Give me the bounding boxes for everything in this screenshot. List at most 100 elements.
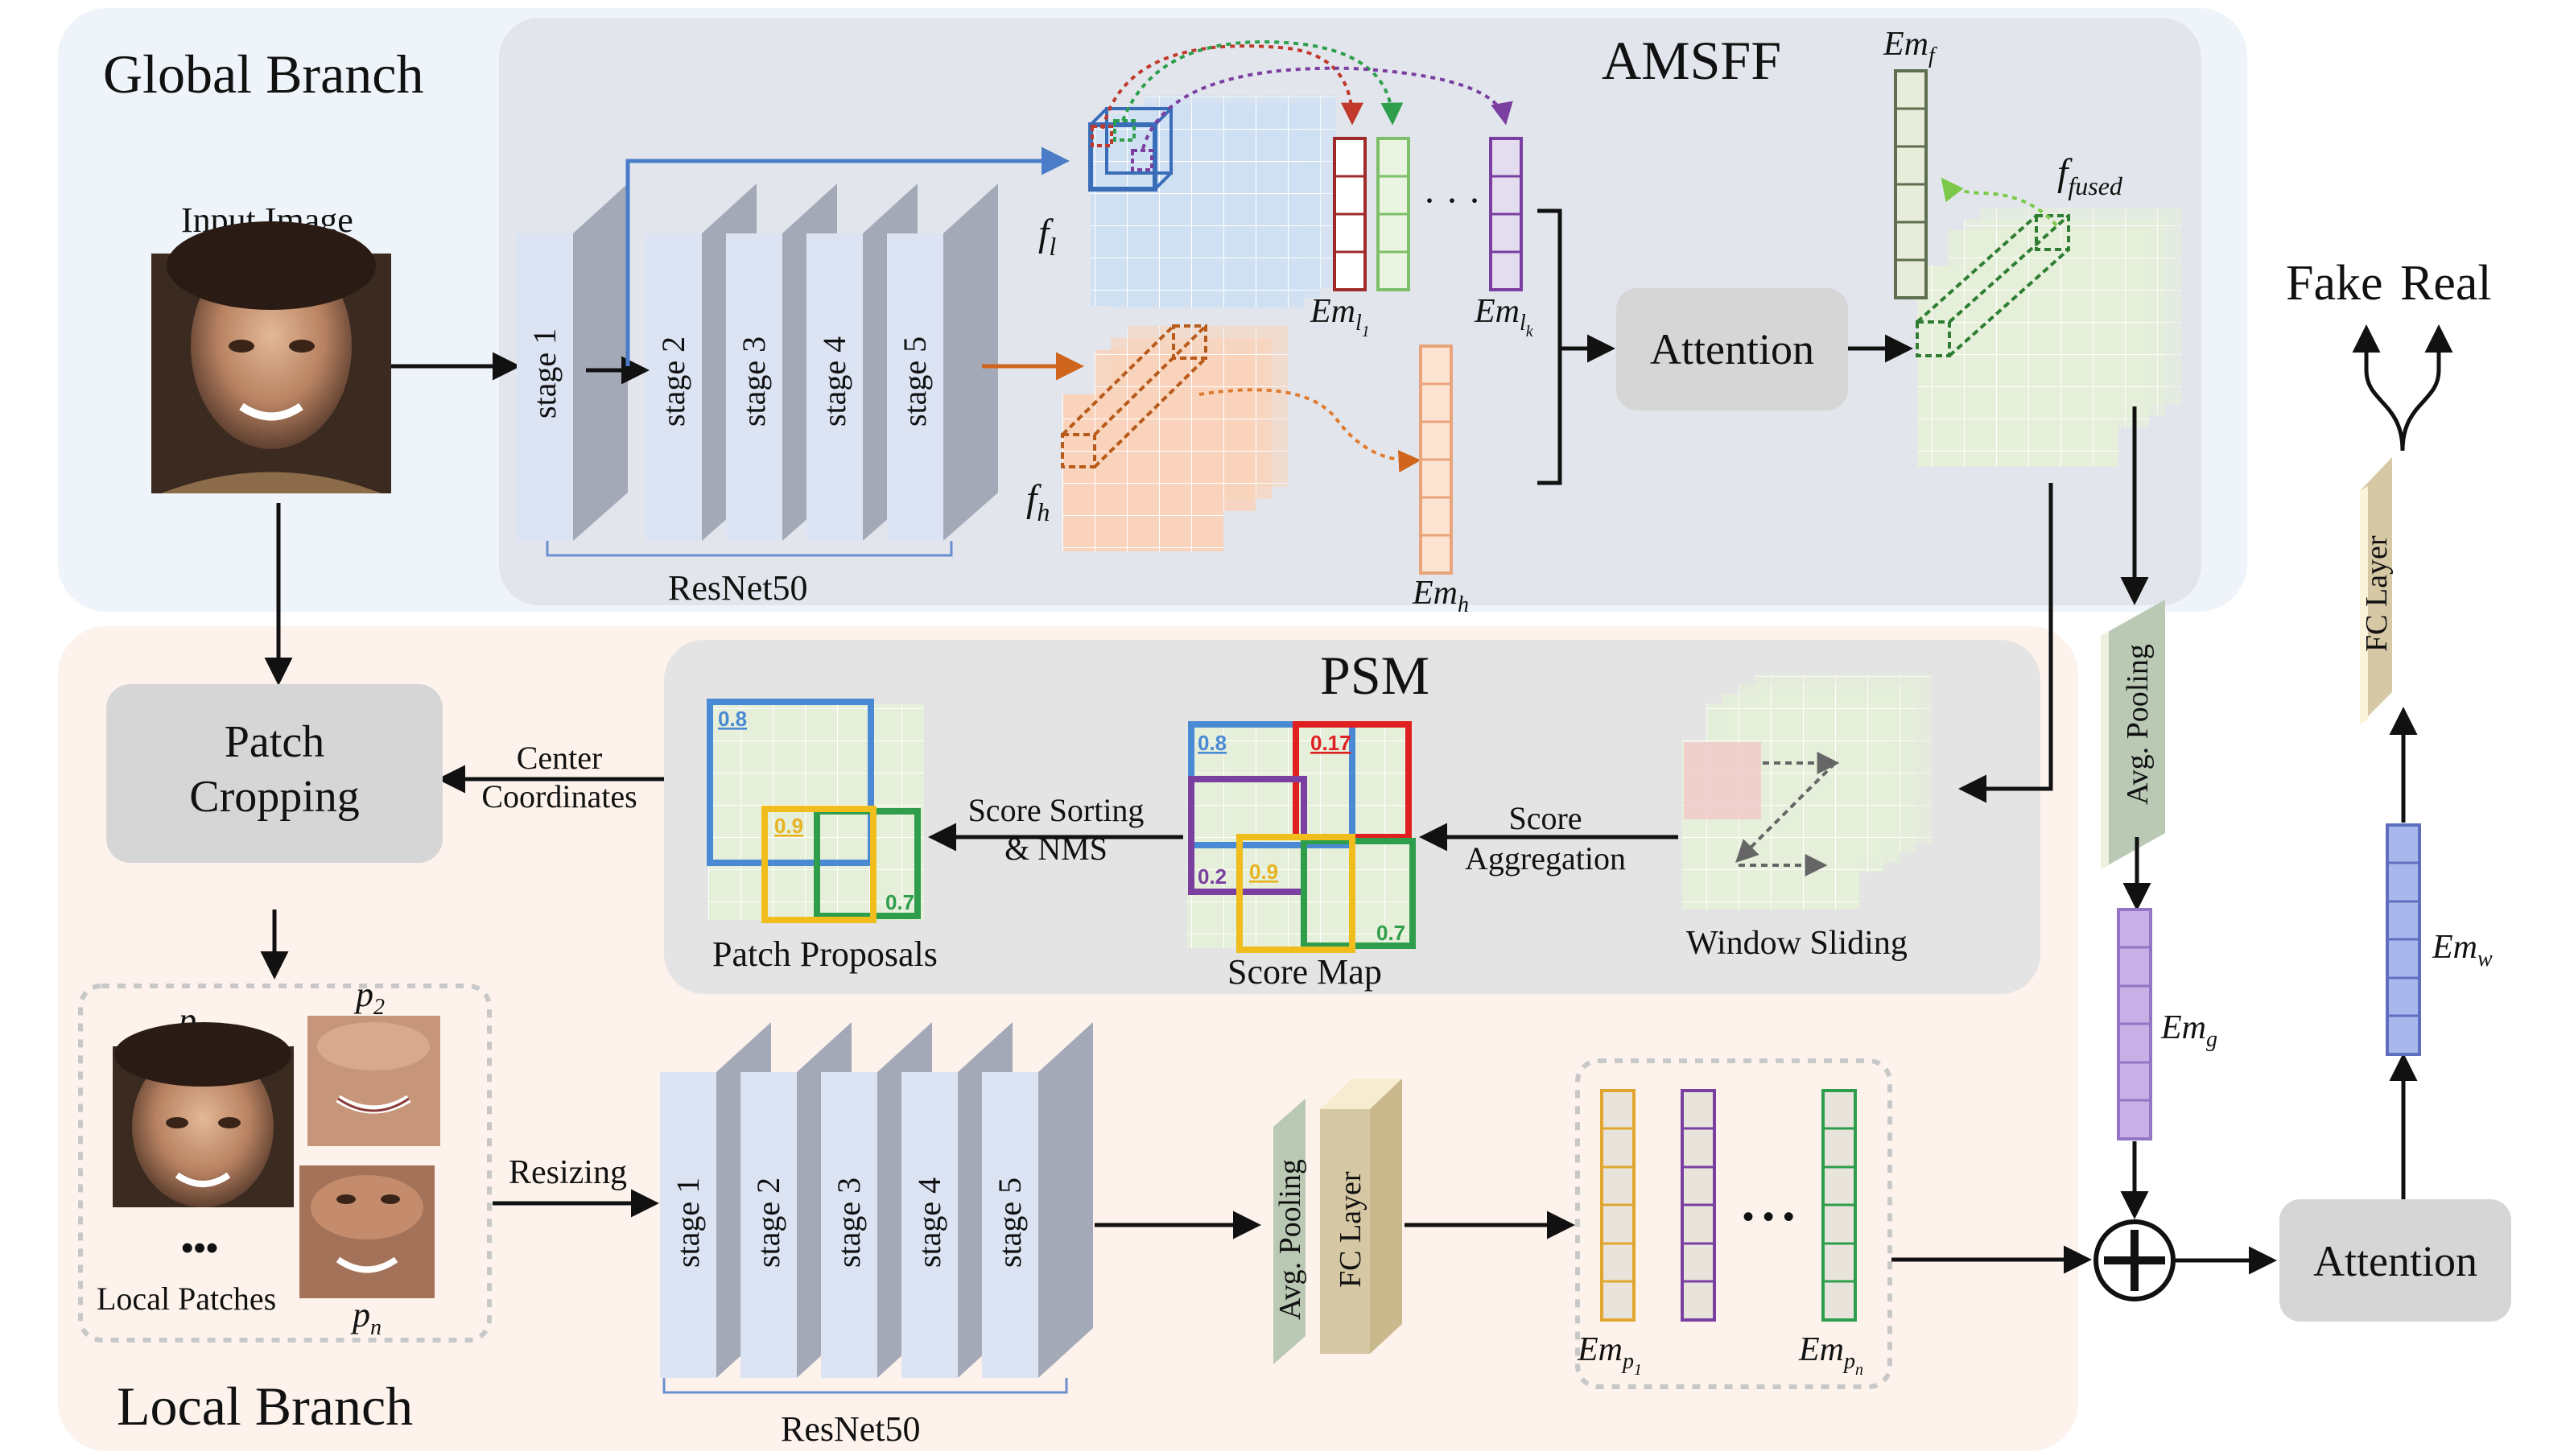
head-attention-label: Attention xyxy=(2313,1237,2477,1285)
em-lk-column xyxy=(1489,137,1523,291)
local-fc-layer-block: FC Layer xyxy=(1320,1079,1402,1354)
fl-feature-map xyxy=(1088,95,1336,307)
svg-text:stage 4: stage 4 xyxy=(911,1178,947,1268)
patch-cropping-line2: Cropping xyxy=(189,772,360,822)
proposal-value-blue: 0.8 xyxy=(718,707,747,731)
svg-text:stage 3: stage 3 xyxy=(736,336,772,427)
em-p2-column xyxy=(1681,1089,1716,1322)
resizing-label: Resizing xyxy=(509,1154,627,1191)
head-attention-box xyxy=(2279,1199,2511,1322)
svg-text:Avg. Pooling: Avg. Pooling xyxy=(1273,1159,1307,1320)
score-map-label: Score Map xyxy=(1227,952,1382,992)
local-patches-label: Local Patches xyxy=(97,1281,276,1317)
svg-text:FC Layer: FC Layer xyxy=(1334,1171,1367,1288)
ffused-to-window-sliding-arrow xyxy=(1958,483,2053,803)
real-label: Real xyxy=(2400,256,2492,311)
em-l1-column xyxy=(1333,137,1367,291)
em-p1-label: Emp1 xyxy=(1577,1331,1642,1379)
fl-to-eml1-dotted-arrow xyxy=(1101,44,1363,130)
amsff-attention-label: Attention xyxy=(1650,325,1814,373)
svg-text:stage 2: stage 2 xyxy=(655,336,691,427)
em-h-column xyxy=(1419,344,1453,575)
window-sliding-label: Window Sliding xyxy=(1686,925,1908,962)
svg-text:stage 4: stage 4 xyxy=(816,336,852,427)
patch-proposals: 0.8 0.9 0.7 xyxy=(707,699,924,923)
svg-text:stage 3: stage 3 xyxy=(831,1178,867,1268)
score-map: 0.8 0.17 0.2 0.9 0.7 xyxy=(1187,721,1416,953)
em-lk-label: Emlk xyxy=(1474,293,1534,340)
local-resnet-bracket xyxy=(662,1378,1068,1394)
local-resnet-stages: stage 1 stage 2 stage 3 stage 4 stage 5 xyxy=(660,1022,1093,1378)
global-resnet-stages: stage 1 stage 2 stage 3 stage 4 stage 5 xyxy=(517,184,998,541)
proposal-value-green: 0.7 xyxy=(885,890,914,914)
patch-p1-image xyxy=(113,1022,294,1207)
score-sorting-line1: Score Sorting xyxy=(968,792,1145,828)
em-l-ellipsis: · · · xyxy=(1423,179,1481,222)
global-branch-title: Global Branch xyxy=(103,43,423,105)
global-stage-5: stage 5 xyxy=(887,184,998,541)
svg-text:stage 5: stage 5 xyxy=(992,1178,1028,1268)
sum-icon xyxy=(2093,1219,2176,1301)
fake-label: Fake xyxy=(2286,256,2383,311)
ffused-feature-map xyxy=(1916,208,2181,467)
fl-to-eml2-dotted-arrow xyxy=(1121,40,1404,126)
local-stage-5: stage 5 xyxy=(982,1022,1093,1378)
score-map-value-red: 0.17 xyxy=(1310,731,1351,755)
patch-cropping-line1: Patch xyxy=(225,717,324,767)
ffused-to-emf-dotted-arrow xyxy=(1941,177,2058,227)
center-coordinates-line2: Coordinates xyxy=(481,778,637,815)
amsff-title: AMSFF xyxy=(1602,30,1781,91)
em-pn-label: Empn xyxy=(1798,1331,1863,1379)
patch-proposals-label: Patch Proposals xyxy=(712,934,938,974)
score-map-value-green: 0.7 xyxy=(1376,921,1405,945)
proposal-value-yellow: 0.9 xyxy=(774,814,803,838)
input-face-image xyxy=(151,221,391,493)
em-w-column xyxy=(2386,823,2421,1056)
em-h-label: Emh xyxy=(1412,575,1469,617)
global-stage-1: stage 1 xyxy=(517,184,628,541)
em-g-column xyxy=(2117,908,2152,1140)
global-avg-pooling-block: Avg. Pooling xyxy=(2101,600,2165,869)
score-map-value-yellow: 0.9 xyxy=(1249,860,1278,884)
window-sliding-feature-map xyxy=(1682,674,1932,909)
score-sorting-line2: & NMS xyxy=(1004,831,1108,867)
fc-to-fake-arrow xyxy=(2352,324,2405,452)
local-patches-box xyxy=(78,984,492,1343)
local-resnet-label: ResNet50 xyxy=(781,1409,921,1449)
score-aggregation-line2: Aggregation xyxy=(1465,840,1626,876)
svg-text:stage 2: stage 2 xyxy=(750,1178,786,1268)
patch-pn-image xyxy=(299,1165,435,1298)
em-f-label: Emf xyxy=(1883,26,1937,68)
em-p1-column xyxy=(1600,1089,1636,1322)
fc-to-real-arrow xyxy=(2400,324,2453,452)
global-resnet-bracket xyxy=(546,541,953,557)
fl-to-emlk-dotted-arrow xyxy=(1141,66,1513,150)
patch-cropping-box xyxy=(106,684,443,863)
proposal-box-yellow xyxy=(761,806,877,923)
amsff-attention-box xyxy=(1616,288,1848,410)
em-patches-ellipsis: • • • xyxy=(1743,1199,1794,1235)
patches-dots: ••• xyxy=(181,1228,218,1268)
em-g-label: Emg xyxy=(2160,1009,2217,1052)
svg-text:stage 1: stage 1 xyxy=(670,1178,706,1268)
score-map-value-blue: 0.8 xyxy=(1198,731,1227,755)
svg-text:FC Layer: FC Layer xyxy=(2360,535,2394,652)
em-f-column xyxy=(1894,69,1928,299)
head-fc-layer-block: FC Layer xyxy=(2360,457,2394,724)
em-w-label: Emw xyxy=(2432,929,2493,971)
svg-text:stage 5: stage 5 xyxy=(897,336,933,427)
score-map-box-green xyxy=(1301,838,1416,949)
global-resnet-label: ResNet50 xyxy=(668,568,808,608)
fh-feature-map xyxy=(1061,324,1288,551)
local-avg-pooling-block: Avg. Pooling xyxy=(1273,1099,1307,1364)
stage2-to-fl-arrow xyxy=(625,146,1070,366)
p2-label: p2 xyxy=(353,975,385,1020)
em-l2-column xyxy=(1376,137,1410,291)
score-map-value-purple: 0.2 xyxy=(1198,864,1227,889)
psm-title: PSM xyxy=(1320,645,1429,706)
em-l1-label: Eml1 xyxy=(1310,293,1370,340)
svg-text:Avg. Pooling: Avg. Pooling xyxy=(2121,644,2155,805)
score-map-box-yellow xyxy=(1236,834,1355,953)
center-coordinates-line1: Center xyxy=(517,740,603,776)
svg-text:stage 1: stage 1 xyxy=(526,328,563,419)
